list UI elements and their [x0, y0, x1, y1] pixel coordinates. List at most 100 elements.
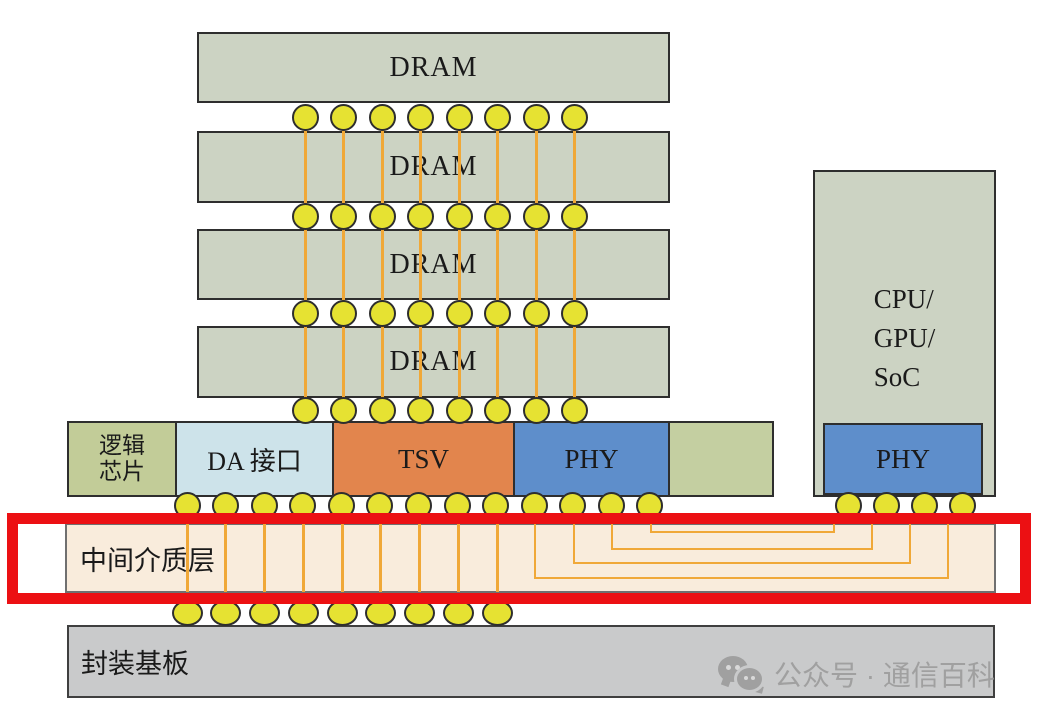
interposer-via-trace — [301, 524, 305, 592]
dram-microbump — [291, 103, 319, 131]
tsv-trace — [380, 117, 384, 421]
dram-microbump — [484, 103, 512, 131]
c4-bump — [326, 600, 358, 626]
logic-die-microbump — [327, 491, 355, 519]
tsv-trace — [303, 117, 307, 421]
interposer-via-trace — [185, 524, 189, 592]
dram-microbump — [445, 202, 473, 230]
dram-die-1: DRAM — [197, 32, 670, 103]
logic-die-microbump — [289, 491, 317, 519]
phy-interconnect-trace — [649, 524, 835, 533]
tsv-trace — [419, 117, 423, 421]
c4-bump — [404, 600, 435, 626]
dram-die-4-label: DRAM — [389, 346, 478, 377]
dram-microbump — [291, 299, 319, 327]
logic-die-microbump — [366, 491, 394, 519]
c4-bump — [365, 600, 397, 626]
interposer-label: 中间介质层 — [80, 545, 215, 576]
interposer-block: 中间介质层 — [65, 523, 996, 593]
logic-phy-block: PHY — [513, 421, 670, 497]
dram-microbump — [561, 103, 589, 131]
dram-die-2-label: DRAM — [389, 151, 478, 182]
logic-die-microbump — [559, 491, 587, 519]
dram-die-2: DRAM — [197, 131, 670, 203]
da-interface-block: DA 接口 — [175, 421, 334, 497]
dram-microbump — [330, 299, 358, 327]
dram-microbump — [330, 103, 358, 131]
c4-bump — [287, 600, 319, 626]
dram-microbump — [484, 396, 512, 424]
dram-microbump — [484, 299, 512, 327]
processor-microbump — [911, 491, 939, 519]
dram-microbump — [561, 396, 589, 424]
phy-interconnect-trace — [572, 524, 911, 564]
c4-bump — [249, 600, 280, 626]
tsv-trace — [573, 117, 577, 421]
dram-microbump — [291, 396, 319, 424]
logic-die-microbump — [173, 491, 201, 519]
interposer-via-trace — [418, 524, 421, 592]
c4-bump — [481, 600, 513, 626]
phy-interconnect-trace — [534, 524, 949, 579]
dram-microbump — [522, 202, 550, 230]
tsv-label: TSV — [397, 443, 449, 474]
dram-microbump — [330, 202, 358, 230]
dram-microbump — [445, 396, 473, 424]
dram-microbump — [330, 396, 358, 424]
dram-microbump — [407, 103, 435, 131]
dram-die-3-label: DRAM — [389, 248, 478, 280]
logic-die-microbump — [443, 491, 471, 519]
dram-microbump — [291, 202, 319, 230]
dram-microbump — [368, 103, 396, 131]
processor-microbump — [834, 491, 862, 519]
interposer-via-trace — [456, 524, 460, 592]
processor-phy-block: PHY — [823, 423, 983, 495]
processor-microbump — [872, 491, 900, 519]
interposer-via-trace — [263, 524, 266, 592]
spare-area-block — [668, 421, 774, 497]
c4-bump — [442, 600, 474, 626]
package-substrate-label: 封装基板 — [81, 649, 189, 679]
dram-microbump — [561, 299, 589, 327]
dram-microbump — [368, 202, 396, 230]
dram-microbump — [522, 299, 550, 327]
dram-die-4: DRAM — [197, 326, 670, 398]
package-substrate-block: 封装基板 — [67, 625, 995, 698]
processor-label: CPU/ GPU/ SoC — [873, 284, 936, 393]
dram-microbump — [407, 396, 435, 424]
logic-chip-label: 逻辑 芯片 — [99, 432, 145, 484]
interposer-via-trace — [340, 524, 344, 592]
tsv-trace — [342, 117, 346, 421]
tsv-block: TSV — [332, 421, 515, 497]
tsv-trace — [496, 117, 500, 421]
phy-interconnect-trace — [611, 524, 873, 550]
interposer-via-trace — [495, 524, 499, 592]
logic-die-microbump — [636, 491, 664, 519]
dram-microbump — [484, 202, 512, 230]
dram-microbump — [445, 103, 473, 131]
dram-microbump — [522, 103, 550, 131]
dram-die-1-label: DRAM — [389, 51, 478, 83]
logic-die-microbump — [520, 491, 548, 519]
logic-chip-block: 逻辑 芯片 — [67, 421, 177, 497]
interposer-via-trace — [224, 524, 228, 592]
logic-die-microbump — [482, 491, 510, 519]
dram-microbump — [561, 202, 589, 230]
dram-die-3: DRAM — [197, 229, 670, 300]
watermark-text: 公众号 · 通信百科 — [774, 660, 995, 691]
logic-die-microbump — [597, 491, 625, 519]
dram-microbump — [368, 299, 396, 327]
dram-microbump — [445, 299, 473, 327]
dram-microbump — [522, 396, 550, 424]
logic-die-microbump — [404, 491, 432, 519]
processor-microbump — [949, 491, 977, 519]
interposer-via-trace — [379, 524, 383, 592]
dram-microbump — [407, 202, 435, 230]
wechat-icon — [718, 654, 764, 694]
logic-die-microbump — [212, 491, 240, 519]
processor-phy-label: PHY — [875, 443, 930, 474]
c4-bump — [210, 600, 242, 626]
dram-microbump — [368, 396, 396, 424]
da-interface-label: DA 接口 — [207, 446, 302, 476]
tsv-trace — [457, 117, 461, 421]
